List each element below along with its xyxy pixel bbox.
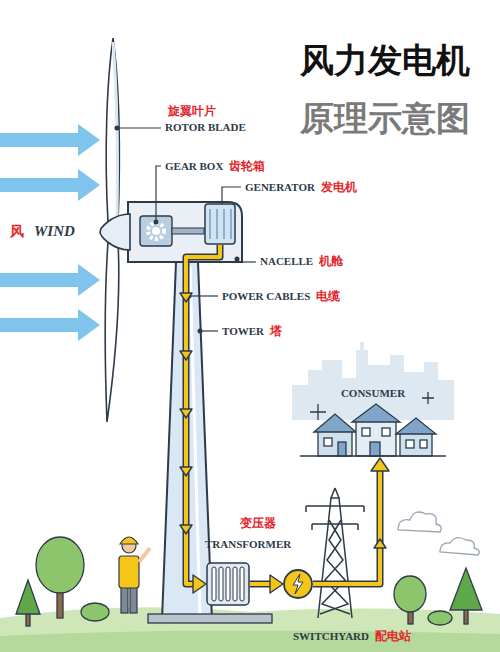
arrow-outline [313, 469, 380, 584]
node-label: 变压器 [240, 516, 276, 530]
arrow-outline [250, 581, 272, 588]
tower-base [148, 614, 272, 623]
part-label: WIND [34, 222, 75, 240]
hub [100, 214, 130, 250]
shaft [172, 228, 204, 234]
consumer-node: CONSUMER [308, 383, 438, 458]
ground-strip [0, 630, 500, 652]
node-label: 发电机 [321, 180, 357, 194]
switchyard-node: SWITCHYARD配电站 [283, 569, 313, 599]
arrow-head [180, 525, 192, 534]
arrow-head [371, 458, 389, 471]
arrow-line [250, 582, 272, 586]
worker [119, 537, 150, 613]
node-label: 配电站 [375, 629, 411, 643]
gearbox [140, 216, 172, 246]
title: 风力发电机 [300, 40, 470, 81]
arrow-head [180, 409, 192, 418]
leader-dots [115, 126, 240, 334]
pylon [306, 488, 364, 618]
part-label: TOWER [222, 325, 264, 338]
arrow-head [180, 351, 192, 360]
arrow-head [180, 467, 192, 476]
gear-teeth [148, 223, 164, 239]
generator-node: GENERATOR发电机 [204, 203, 236, 245]
power-flow-arrow [313, 458, 389, 584]
node-label: GENERATOR [245, 181, 315, 194]
node-label: SWITCHYARD [293, 630, 369, 643]
trees [16, 537, 482, 626]
wind-arrows [0, 124, 100, 341]
arrow-line [313, 469, 380, 584]
part-label: 机舱 [319, 254, 343, 268]
nacelle [128, 202, 242, 262]
arrow-head [374, 539, 386, 548]
tower-highlight [190, 266, 200, 616]
transformer-shape [206, 562, 250, 606]
clouds [398, 512, 479, 555]
switchyard-shape [283, 569, 313, 599]
generator-shape [204, 203, 236, 245]
part-label: POWER CABLES [222, 290, 310, 303]
arrow-line [186, 245, 220, 584]
transformer-node: 变压器TRANSFORMER [206, 562, 250, 606]
power-flow-arrow [250, 575, 283, 593]
arrow-outline [186, 245, 220, 584]
part-label: 风 [10, 223, 24, 240]
node-label: CONSUMER [341, 387, 405, 400]
part-label: 电缆 [316, 289, 340, 303]
arrow-head [180, 293, 192, 302]
gear-hub [152, 227, 160, 235]
part-label: 塔 [270, 324, 282, 338]
houses [300, 404, 446, 456]
node-label: TRANSFORMER [205, 538, 291, 551]
part-label: GEAR BOX [165, 160, 223, 173]
part-label: ROTOR BLADE [165, 121, 246, 134]
arrow-head [270, 575, 283, 593]
subtitle: 原理示意图 [300, 98, 470, 139]
part-label: 旋翼叶片 [168, 104, 216, 118]
ground [0, 607, 500, 652]
part-label: NACELLE [260, 255, 313, 268]
arrow-head [193, 575, 206, 593]
part-label: 齿轮箱 [229, 159, 265, 173]
